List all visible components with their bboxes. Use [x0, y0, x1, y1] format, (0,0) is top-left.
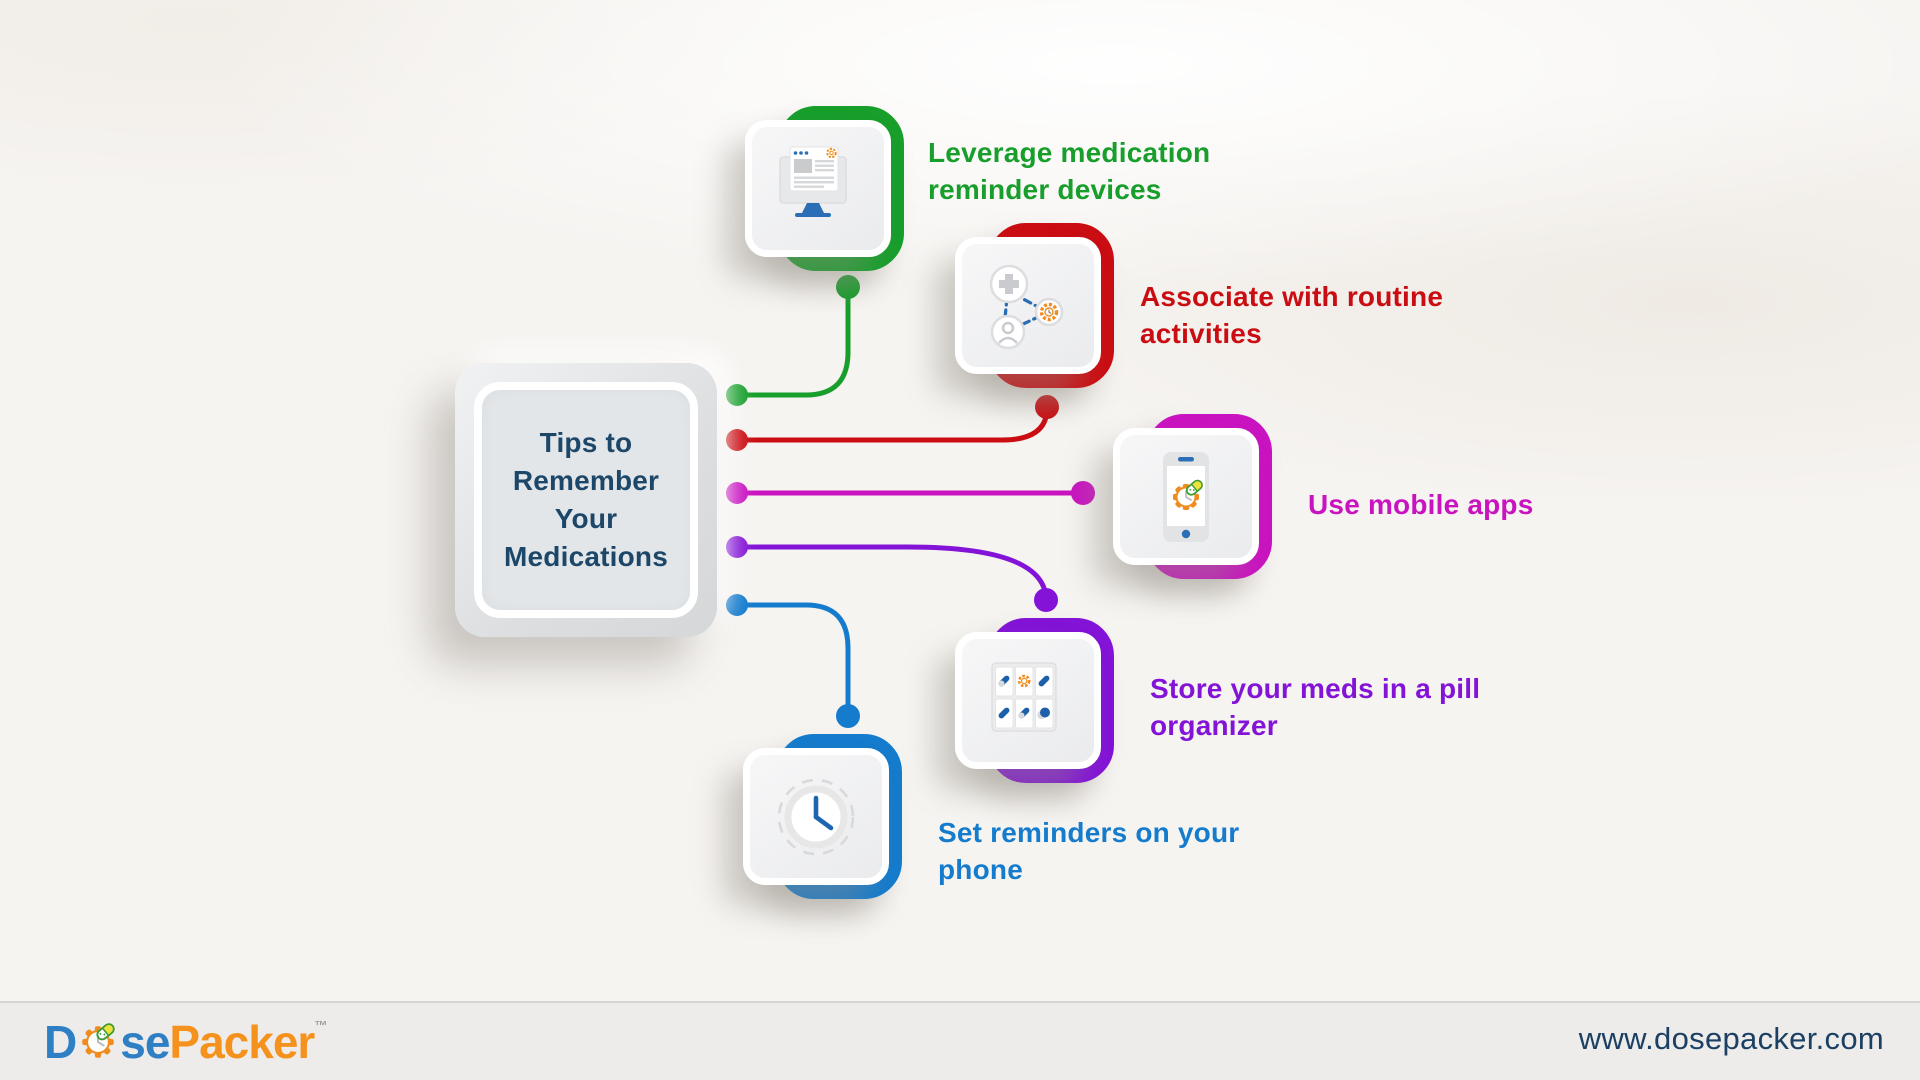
label-phone: Set reminders on your phone [938, 817, 1240, 885]
label-apps: Use mobile apps [1308, 489, 1534, 520]
logo-letter-d: D [44, 1016, 77, 1068]
card-phone [743, 734, 933, 948]
card-organizer [955, 618, 1145, 832]
logo-letters-se: se [120, 1016, 170, 1068]
hub-title: Tips to Remember Your Medications [503, 427, 668, 572]
trademark-symbol: ™ [314, 1018, 328, 1033]
wire-devices [726, 275, 860, 406]
pill-icon [96, 1023, 115, 1041]
card-body-routine [955, 237, 1101, 374]
wire-phone [726, 594, 860, 728]
monitor-browser-icon [779, 146, 847, 217]
card-body-organizer [955, 632, 1101, 769]
logo-word-packer: Packer [169, 1016, 315, 1068]
wire-organizer [726, 536, 1058, 612]
card-apps [1113, 414, 1303, 628]
wire-routine [726, 395, 1059, 451]
gear-icon [826, 147, 837, 158]
pills [998, 674, 1050, 719]
gear-icon [1017, 674, 1031, 687]
gear-pill-app-icon [1173, 479, 1203, 510]
end-dot-routine [1035, 395, 1059, 419]
hub-dot-phone [726, 594, 748, 616]
medical-plus-node [989, 264, 1029, 303]
mobile-phone-icon [1163, 451, 1209, 542]
label-routine: Associate with routine activities [1140, 281, 1444, 349]
label-organizer: Store your meds in a pill organizer [1150, 673, 1481, 741]
central-hub-panel: Tips to Remember Your Medications [474, 382, 698, 618]
browser-window [789, 146, 839, 191]
person-node [990, 314, 1026, 349]
gear-node [1034, 297, 1064, 326]
routine-network-icon [989, 264, 1064, 349]
hub-dot-devices [726, 384, 748, 406]
card-routine [955, 223, 1145, 437]
card-body-phone [743, 748, 889, 885]
card-devices [745, 106, 935, 320]
end-dot-organizer [1034, 588, 1058, 612]
end-dot-apps [1071, 481, 1095, 505]
card-body-devices [745, 120, 891, 257]
hub-dot-organizer [726, 536, 748, 558]
end-dot-phone [836, 704, 860, 728]
label-devices: Leverage medication reminder devices [928, 137, 1211, 205]
wire-apps [726, 481, 1095, 505]
pill-organizer-icon [991, 661, 1057, 732]
footer-bar: D se Packer ™ www [0, 1001, 1920, 1080]
hub-dot-routine [726, 429, 748, 451]
hub-dot-apps [726, 482, 748, 504]
gear-pill-logo-icon [82, 1023, 115, 1058]
dosepacker-logo: D se Packer ™ [44, 1014, 327, 1070]
card-body-apps [1113, 428, 1259, 565]
clock-reminder-icon [777, 778, 855, 855]
central-hub: Tips to Remember Your Medications [455, 363, 717, 637]
pill-icon [1185, 479, 1203, 496]
website-link[interactable]: www.dosepacker.com [1578, 1021, 1884, 1056]
end-dot-devices [836, 275, 860, 299]
